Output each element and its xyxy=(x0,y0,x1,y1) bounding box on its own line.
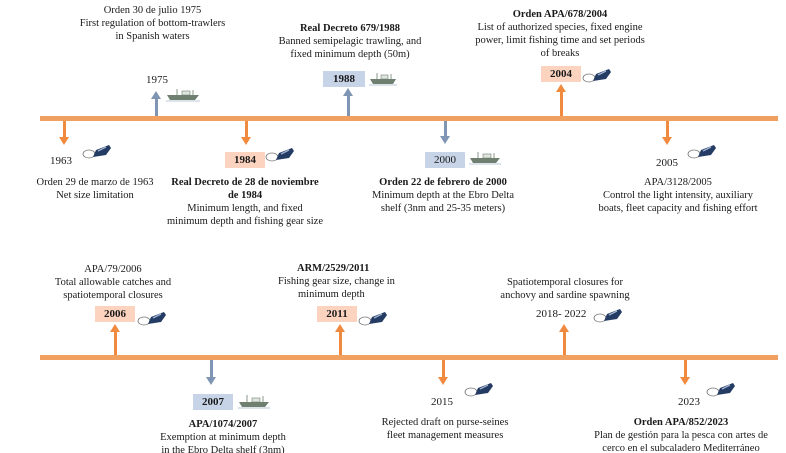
event-2005-text: APA/3128/2005 Control the light intensit… xyxy=(583,176,773,215)
trawler-boat-icon xyxy=(237,393,271,414)
year-2023: 2023 xyxy=(678,396,700,408)
event-1988-desc-2: fixed minimum depth (50m) xyxy=(290,49,410,60)
arrow-2005 xyxy=(662,121,672,145)
event-1988-desc-1: Banned semipelagic trawling, and xyxy=(278,36,422,47)
year-1984-badge: 1984 xyxy=(225,152,265,168)
event-2000-desc-2: shelf (3nm and 25-35 meters) xyxy=(380,203,506,214)
purse-seine-boat-icon xyxy=(464,380,494,405)
event-2007-desc-2: in the Ebro Delta shelf (3nm) xyxy=(161,445,285,453)
year-2007-badge: 2007 xyxy=(193,394,233,410)
event-2011-desc-2: minimum depth xyxy=(298,289,365,300)
event-2006-text: APA/79/2006 Total allowable catches and … xyxy=(38,263,188,302)
year-2011-badge: 2011 xyxy=(317,306,357,322)
event-2000-desc-1: Minimum depth at the Ebro Delta xyxy=(371,190,514,201)
event-2000-text: Orden 22 de febrero de 2000 Minimum dept… xyxy=(358,176,528,215)
year-2018-2022: 2018- 2022 xyxy=(536,308,587,320)
year-1988-badge: 1988 xyxy=(323,71,365,87)
timeline-bottom xyxy=(40,355,778,360)
event-2015-text: Rejected draft on purse-seines fleet man… xyxy=(365,416,525,442)
event-2011-desc-1: Fishing gear size, change in xyxy=(278,276,395,287)
event-2011-title: ARM/2529/2011 xyxy=(297,263,370,274)
event-1984-title-2: de 1984 xyxy=(227,190,263,201)
event-2004-text: Orden APA/678/2004 List of authorized sp… xyxy=(460,8,660,60)
year-2004-badge: 2004 xyxy=(541,66,581,82)
purse-seine-boat-icon xyxy=(82,142,112,167)
event-2004-title: Orden APA/678/2004 xyxy=(512,9,608,20)
event-1975-text: Orden 30 de julio 1975 First regulation … xyxy=(75,4,230,43)
event-2005-title: APA/3128/2005 xyxy=(644,177,712,188)
event-1984-text: Real Decreto de 28 de noviembre de 1984 … xyxy=(155,176,335,228)
event-2000-title: Orden 22 de febrero de 2000 xyxy=(379,177,507,188)
event-2023-text: Orden APA/852/2023 Plan de gestión para … xyxy=(578,416,784,453)
event-2006-title: APA/79/2006 xyxy=(84,264,142,275)
event-2011-text: ARM/2529/2011 Fishing gear size, change … xyxy=(278,262,418,301)
arrow-2018 xyxy=(559,324,569,355)
event-2018-desc-2: anchovy and sardine spawning xyxy=(500,290,630,301)
event-2007-text: APA/1074/2007 Exemption at minimum depth… xyxy=(138,418,308,453)
arrow-2006 xyxy=(110,324,120,355)
purse-seine-boat-icon xyxy=(706,380,736,405)
arrow-1984 xyxy=(241,121,251,145)
purse-seine-boat-icon xyxy=(265,145,295,170)
event-1988-text: Real Decreto 679/1988 Banned semipelagic… xyxy=(265,22,435,61)
purse-seine-boat-icon xyxy=(137,309,167,334)
event-1963-title: Orden 29 de marzo de 1963 xyxy=(36,177,154,188)
event-2015-desc-2: fleet management measures xyxy=(386,430,504,441)
event-2007-title: APA/1074/2007 xyxy=(188,419,258,430)
event-2023-desc-1: Plan de gestión para la pesca con artes … xyxy=(594,430,768,441)
event-1984-title-1: Real Decreto de 28 de noviembre xyxy=(171,177,319,188)
trawler-boat-icon xyxy=(368,72,398,91)
event-2006-desc-2: spatiotemporal closures xyxy=(63,290,163,301)
purse-seine-boat-icon xyxy=(582,66,612,91)
year-1975: 1975 xyxy=(146,74,168,86)
event-2004-desc-3: of breaks xyxy=(540,48,580,59)
event-2018-text: Spatiotemporal closures for anchovy and … xyxy=(485,276,645,302)
event-2004-desc-2: power, limit fishing time and set period… xyxy=(475,35,645,46)
event-2005-desc-2: boats, fleet capacity and fishing effort xyxy=(598,203,758,214)
arrow-2023 xyxy=(680,360,690,385)
event-1975-desc-2: in Spanish waters xyxy=(115,31,190,42)
event-1963-desc: Net size limitation xyxy=(56,190,134,201)
arrow-1975 xyxy=(151,91,161,116)
event-2006-desc-1: Total allowable catches and xyxy=(54,277,172,288)
event-1975-title: Orden 30 de julio 1975 xyxy=(103,5,202,16)
event-2023-title: Orden APA/852/2023 xyxy=(633,417,729,428)
arrow-1963 xyxy=(59,121,69,145)
event-2018-desc-1: Spatiotemporal closures for xyxy=(506,277,624,288)
year-2000-badge: 2000 xyxy=(425,152,465,168)
arrow-2004 xyxy=(556,84,566,116)
event-2023-desc-2: cerco en el subcaladero Mediterráneo xyxy=(602,443,760,453)
arrow-1988 xyxy=(343,88,353,116)
trawler-boat-icon xyxy=(468,151,502,170)
event-1988-title: Real Decreto 679/1988 xyxy=(299,23,401,34)
event-1963-text: Orden 29 de marzo de 1963 Net size limit… xyxy=(30,176,160,202)
year-2015: 2015 xyxy=(431,396,453,408)
year-2006-badge: 2006 xyxy=(95,306,135,322)
arrow-2007 xyxy=(206,360,216,385)
event-2005-desc-1: Control the light intensity, auxiliary xyxy=(602,190,754,201)
purse-seine-boat-icon xyxy=(593,306,623,331)
arrow-2015 xyxy=(438,360,448,385)
event-2015-desc-1: Rejected draft on purse-seines xyxy=(381,417,509,428)
year-2005: 2005 xyxy=(656,157,678,169)
purse-seine-boat-icon xyxy=(358,309,388,334)
year-1963: 1963 xyxy=(50,155,72,167)
trawler-boat-icon xyxy=(165,88,201,107)
event-2007-desc-1: Exemption at minimum depth xyxy=(160,432,286,443)
event-1984-desc-2: minimum depth and fishing gear size xyxy=(166,216,323,227)
timeline-top xyxy=(40,116,778,121)
arrow-2000 xyxy=(440,121,450,144)
event-2004-desc-1: List of authorized species, fixed engine xyxy=(477,22,643,33)
arrow-2011 xyxy=(335,324,345,355)
purse-seine-boat-icon xyxy=(687,142,717,167)
event-1975-desc-1: First regulation of bottom-trawlers xyxy=(79,18,226,29)
event-1984-desc-1: Minimum length, and fixed xyxy=(187,203,303,214)
